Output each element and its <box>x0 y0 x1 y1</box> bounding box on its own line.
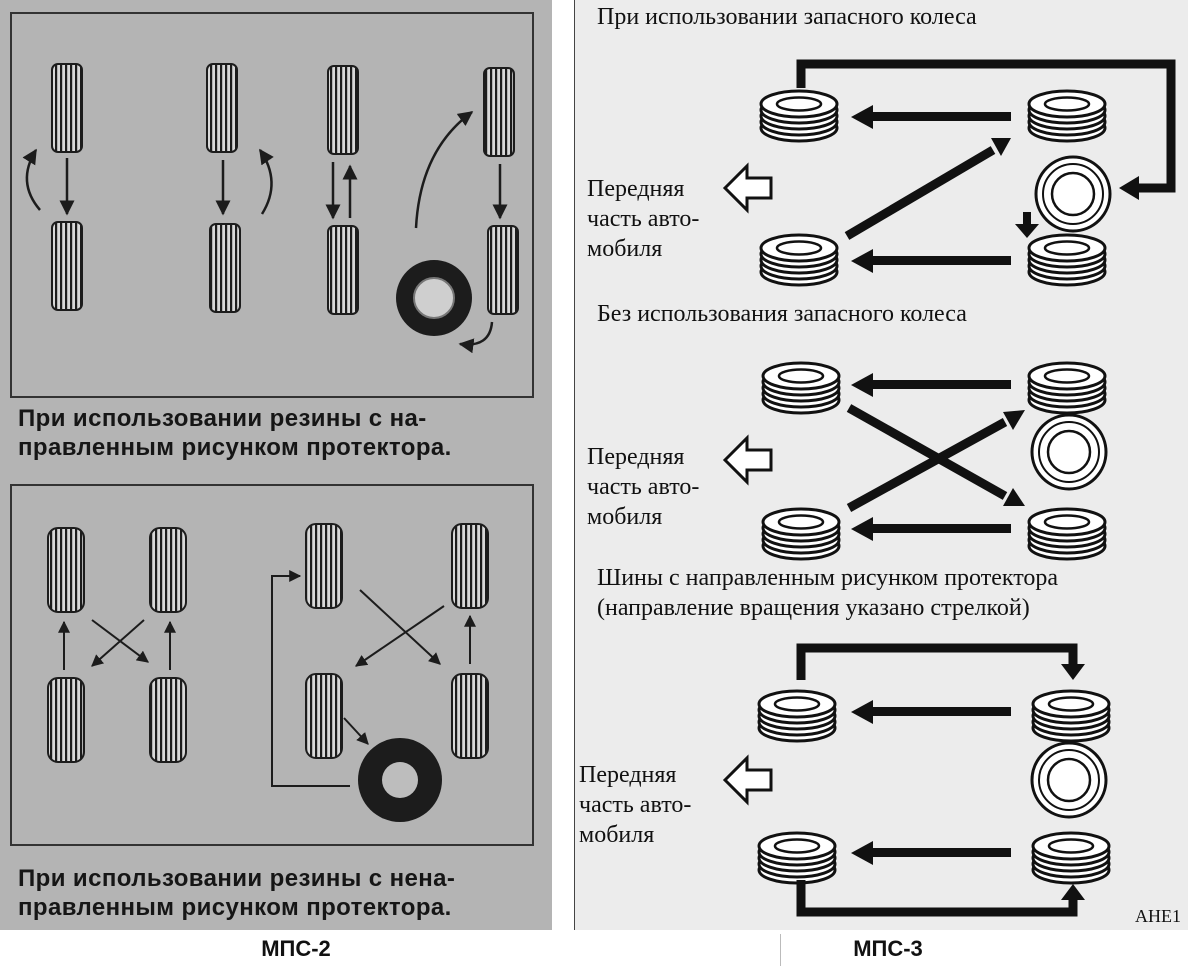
left-diagram-graphics <box>22 63 519 822</box>
spare-wheel-icon <box>1030 413 1108 491</box>
spare-wheel-icon <box>1034 155 1112 233</box>
section-title-without-spare: Без использования запасного колеса <box>597 301 967 327</box>
tire-front-view-icon <box>451 523 489 609</box>
right-scheme-panel: При использовании запасного колеса Без и… <box>574 0 1188 930</box>
tire-front-view-icon <box>47 527 85 613</box>
right-scheme-label: МПС-3 <box>853 936 923 961</box>
directional-diagram-frame <box>10 12 534 398</box>
tire-front-view-icon <box>149 677 187 763</box>
rotation-arrow-icon <box>846 373 1025 541</box>
left-scheme-panel: При использовании резины с на- правленны… <box>0 0 552 930</box>
tire-front-view-icon <box>451 673 489 759</box>
spare-wheel-icon <box>1030 741 1108 819</box>
figure-code: AHE1 <box>1135 906 1181 926</box>
tire-front-view-icon <box>209 223 241 313</box>
rotation-arrow-icon <box>796 59 1176 273</box>
rotation-arrow-icon <box>796 643 1085 917</box>
tire-front-view-icon <box>327 65 359 155</box>
tire-front-view-icon <box>483 67 515 157</box>
tire-side-view-icon <box>759 89 839 143</box>
tire-front-view-icon <box>51 63 83 153</box>
tire-side-view-icon <box>761 361 841 415</box>
tire-side-view-icon <box>1027 361 1107 415</box>
section-title-with-spare: При использовании запасного колеса <box>597 4 977 30</box>
tire-front-view-icon <box>51 221 83 311</box>
front-direction-arrow-icon <box>722 162 773 214</box>
rotation-arrow-icon <box>22 110 508 354</box>
directional-caption: При использовании резины с на- правленны… <box>18 405 452 461</box>
nondirectional-caption: При использовании резины с нена- правлен… <box>18 865 456 921</box>
right-diagram-graphics <box>722 59 1176 917</box>
tire-front-view-icon <box>149 527 187 613</box>
spare-wheel-icon <box>396 260 472 336</box>
tire-side-view-icon <box>1027 233 1107 287</box>
tire-front-view-icon <box>206 63 238 153</box>
left-scheme-label: МПС-2 <box>261 936 331 961</box>
spare-wheel-icon <box>358 738 442 822</box>
tire-side-view-icon <box>757 689 837 743</box>
tire-side-view-icon <box>1027 507 1107 561</box>
tire-side-view-icon <box>1031 689 1111 743</box>
rotation-arrow-icon <box>58 570 476 787</box>
front-direction-arrow-icon <box>722 754 773 806</box>
tire-side-view-icon <box>1027 89 1107 143</box>
tire-front-view-icon <box>47 677 85 763</box>
tire-front-view-icon <box>487 225 519 315</box>
tire-side-view-icon <box>761 507 841 561</box>
tire-side-view-icon <box>759 233 839 287</box>
tire-front-view-icon <box>305 523 343 609</box>
tire-front-view-icon <box>327 225 359 315</box>
tire-side-view-icon <box>757 831 837 885</box>
section-title-directional: Шины с направленным рисунком протектора … <box>597 565 1059 621</box>
footer-divider <box>780 934 781 966</box>
front-direction-arrow-icon <box>722 434 773 486</box>
nondirectional-diagram-frame <box>10 484 534 846</box>
tire-front-view-icon <box>305 673 343 759</box>
tire-side-view-icon <box>1031 831 1111 885</box>
